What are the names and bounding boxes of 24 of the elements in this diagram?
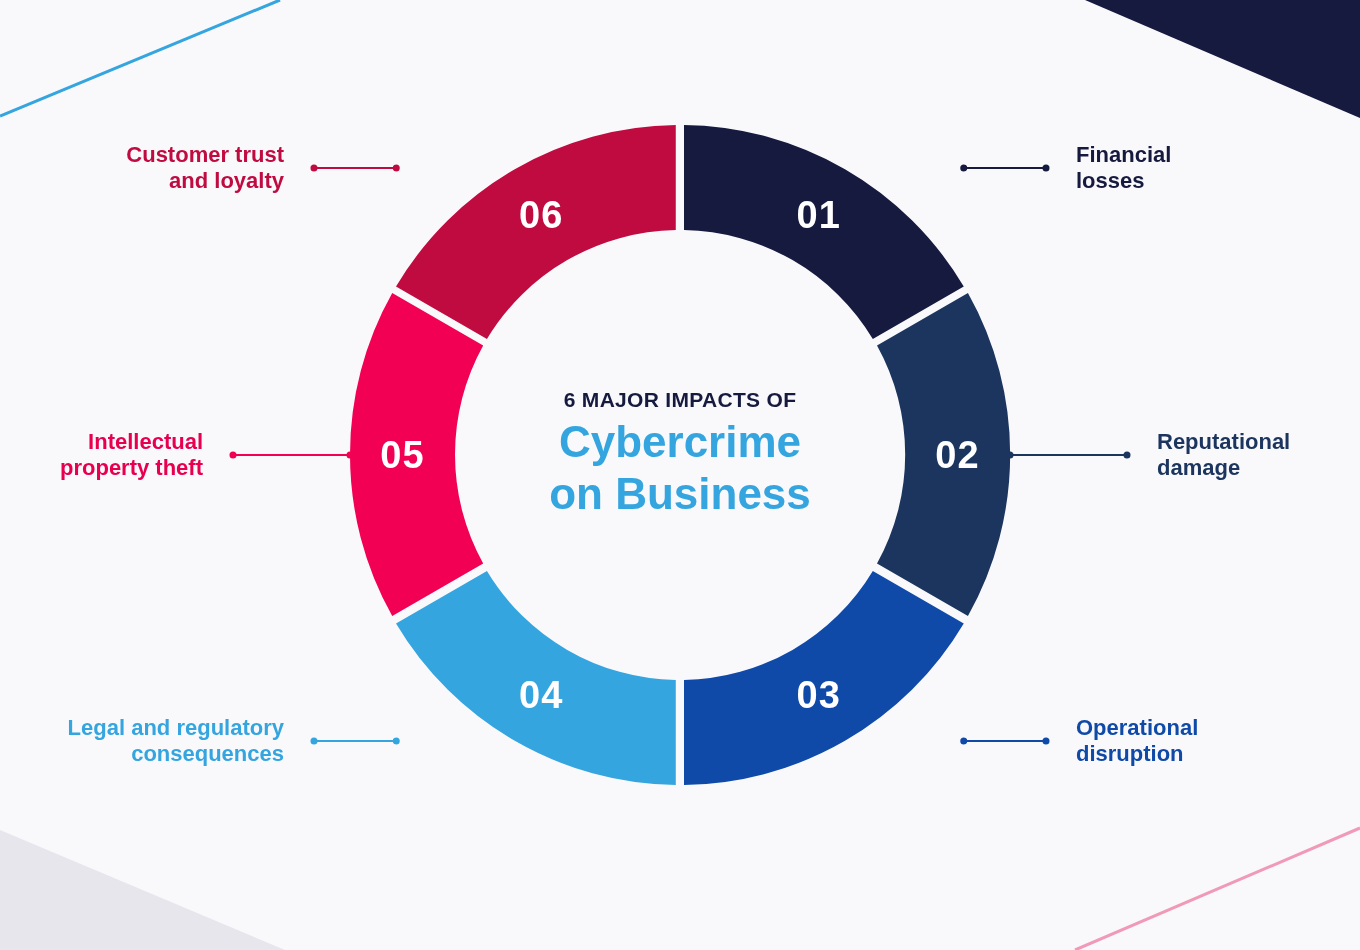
leader-line	[310, 737, 400, 745]
segment-number: 05	[380, 433, 425, 477]
impact-label: Customer trust and loyalty	[125, 142, 284, 194]
leader-line	[960, 737, 1050, 745]
impact-label: Reputational damage	[1157, 429, 1292, 481]
impact-label: Operational disruption	[1076, 715, 1200, 767]
ring-segment	[350, 293, 484, 617]
impact-label: Intellectual property theft	[59, 429, 203, 481]
title: Cybercrime on Business	[548, 416, 812, 520]
ring-segment	[396, 125, 676, 340]
ring-segment	[876, 293, 1010, 617]
segment-number: 04	[519, 673, 564, 717]
impact-label: Legal and regulatory consequences	[66, 715, 284, 767]
segment-number: 06	[519, 193, 564, 237]
impact-label: Financial losses	[1076, 142, 1173, 194]
leader-line	[960, 164, 1050, 172]
heading-kicker: 6 MAJOR IMPACTS OF	[563, 388, 797, 412]
segment-number: 01	[796, 193, 841, 237]
leader-line	[310, 164, 400, 172]
ring-segment	[684, 570, 964, 785]
segment-number: 02	[935, 433, 980, 477]
ring-segment	[396, 570, 676, 785]
segment-number: 03	[796, 673, 841, 717]
ring-segment	[684, 125, 964, 340]
